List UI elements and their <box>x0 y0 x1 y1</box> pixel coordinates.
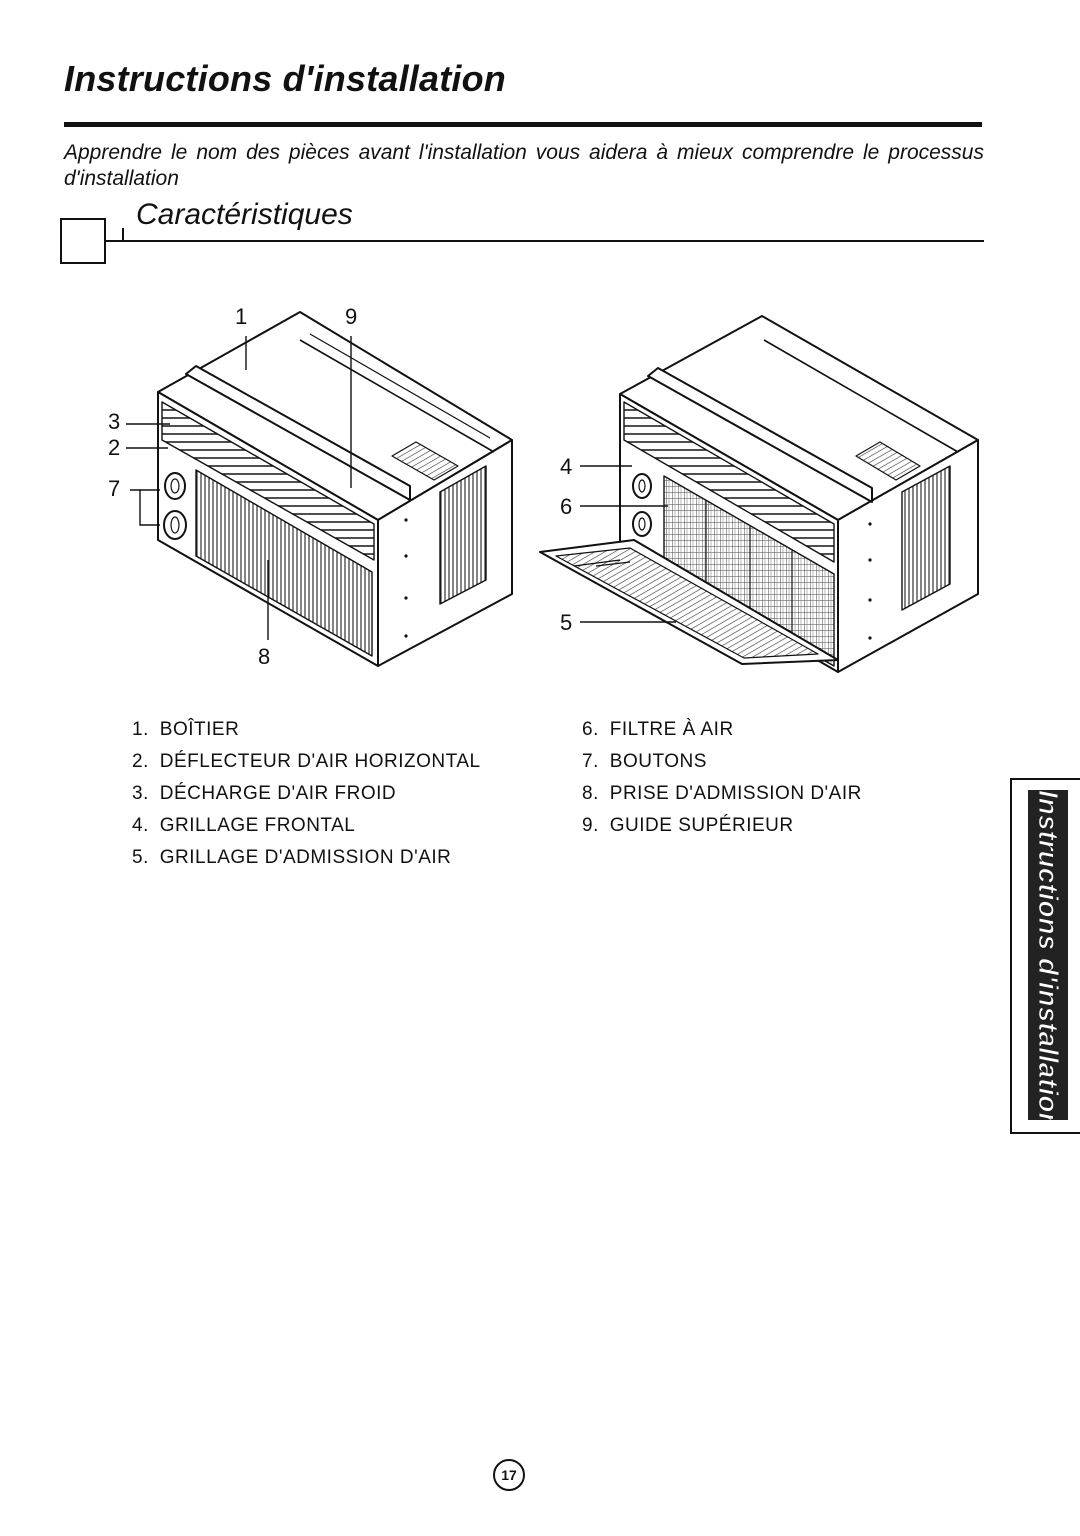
open-grille-leaders <box>580 465 676 623</box>
front-view-unit <box>157 311 513 667</box>
callout-8: 8 <box>258 644 271 669</box>
list-item: 9. GUIDE SUPÉRIEUR <box>582 815 794 836</box>
section-rule-stub <box>122 228 124 240</box>
list-item: 1. BOÎTIER <box>132 719 240 740</box>
callout-1: 1 <box>235 304 248 329</box>
callout-4: 4 <box>560 454 573 479</box>
page-number: 17 <box>493 1459 525 1491</box>
callout-2: 2 <box>108 435 121 460</box>
parts-list-right: 6. FILTRE À AIR 7. BOUTONS 8. PRISE D'AD… <box>582 714 862 842</box>
list-item: 2. DÉFLECTEUR D'AIR HORIZONTAL <box>132 751 481 772</box>
list-item: 4. GRILLAGE FRONTAL <box>132 815 356 836</box>
list-item: 7. BOUTONS <box>582 751 707 772</box>
section-checkbox-icon <box>60 218 106 264</box>
list-item: 3. DÉCHARGE D'AIR FROID <box>132 783 397 804</box>
side-tab-label: Instructions d'installation <box>1033 790 1065 1120</box>
section-rule <box>106 240 984 242</box>
open-grille-unit <box>539 315 979 673</box>
title-rule <box>64 122 982 127</box>
parts-list-left: 1. BOÎTIER 2. DÉFLECTEUR D'AIR HORIZONTA… <box>132 714 481 874</box>
side-tab: Instructions d'installation <box>1010 778 1080 1134</box>
side-tab-band: Instructions d'installation <box>1028 790 1068 1120</box>
page-title: Instructions d'installation <box>64 58 506 99</box>
front-view-leaders <box>126 336 352 640</box>
callout-3: 3 <box>108 409 121 434</box>
section-title: Caractéristiques <box>136 198 353 231</box>
callout-5: 5 <box>560 610 573 635</box>
list-item: 6. FILTRE À AIR <box>582 719 734 740</box>
callout-9: 9 <box>345 304 358 329</box>
callout-7: 7 <box>108 476 121 501</box>
air-conditioner-illustration <box>126 311 979 673</box>
list-item: 8. PRISE D'ADMISSION D'AIR <box>582 783 862 804</box>
callout-6: 6 <box>560 494 573 519</box>
list-item: 5. GRILLAGE D'ADMISSION D'AIR <box>132 847 452 868</box>
intro-text: Apprendre le nom des pièces avant l'inst… <box>64 141 984 190</box>
